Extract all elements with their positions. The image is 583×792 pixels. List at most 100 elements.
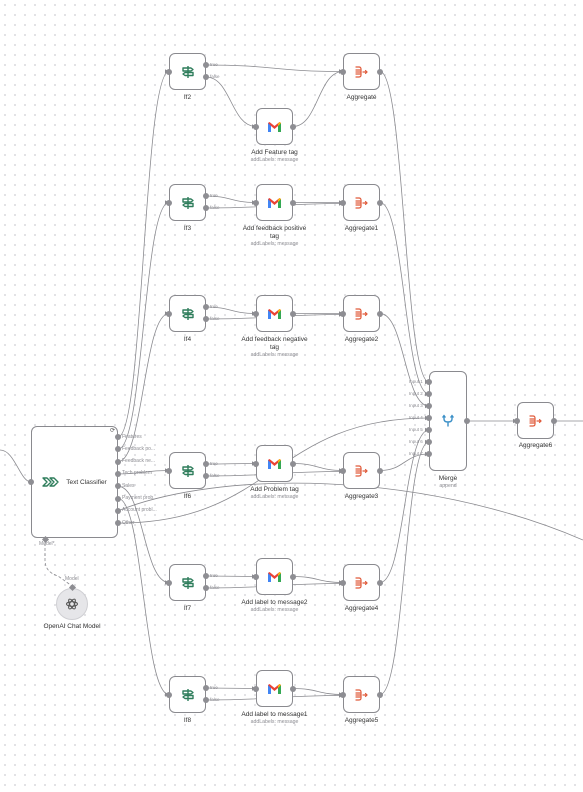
refresh-icon[interactable]: ⟳ xyxy=(110,428,116,434)
if-false-port[interactable] xyxy=(203,585,209,591)
if-node[interactable] xyxy=(169,295,206,332)
connection-edge[interactable] xyxy=(292,688,344,695)
connection-edge[interactable] xyxy=(292,71,344,127)
aggregate-node[interactable] xyxy=(343,184,380,221)
gmail-output-port[interactable] xyxy=(290,123,296,130)
classifier-output-port[interactable] xyxy=(115,470,121,477)
merge-input-port[interactable] xyxy=(426,415,432,421)
classifier-output-port[interactable] xyxy=(115,446,121,453)
openai-chat-model-node[interactable] xyxy=(56,588,88,620)
classifier-output-port[interactable] xyxy=(115,434,121,440)
aggregate6-node[interactable] xyxy=(517,402,554,439)
if-input-port[interactable] xyxy=(166,467,172,474)
if-node[interactable] xyxy=(169,53,206,90)
classifier-output-port[interactable] xyxy=(115,507,121,514)
if-node[interactable] xyxy=(169,452,206,489)
if-true-port[interactable] xyxy=(203,304,209,310)
aggregate-output-port[interactable] xyxy=(377,68,383,75)
model-connection-edge[interactable] xyxy=(44,538,73,587)
gmail-input-port[interactable] xyxy=(253,460,259,467)
gmail-node[interactable] xyxy=(256,108,293,145)
gmail-input-port[interactable] xyxy=(253,123,259,130)
if-true-port[interactable] xyxy=(203,62,209,68)
merge-input-port[interactable] xyxy=(426,379,432,385)
classifier-output-port[interactable] xyxy=(115,458,121,465)
aggregate-input-port[interactable] xyxy=(340,467,346,474)
connection-edge[interactable] xyxy=(117,71,170,438)
if-input-port[interactable] xyxy=(166,691,172,698)
connection-edge[interactable] xyxy=(205,687,257,689)
if-node[interactable] xyxy=(169,676,206,713)
gmail-output-port[interactable] xyxy=(290,573,296,580)
aggregate-node[interactable] xyxy=(343,452,380,489)
gmail-output-port[interactable] xyxy=(290,460,296,467)
gmail-output-port[interactable] xyxy=(290,310,296,317)
connection-edge[interactable] xyxy=(205,195,257,203)
gmail-output-port[interactable] xyxy=(290,199,296,206)
if-node[interactable] xyxy=(169,564,206,601)
aggregate-output-port[interactable] xyxy=(377,310,383,317)
aggregate-input-port[interactable] xyxy=(340,691,346,698)
merge-node[interactable] xyxy=(429,371,467,471)
if-node[interactable] xyxy=(169,184,206,221)
merge-input-port[interactable] xyxy=(426,391,432,397)
connection-edge[interactable] xyxy=(379,71,430,383)
classifier-output-port[interactable] xyxy=(115,483,121,490)
connection-edge[interactable] xyxy=(205,76,257,127)
aggregate-node[interactable] xyxy=(343,676,380,713)
if-false-port[interactable] xyxy=(203,316,209,322)
classifier-output-port[interactable] xyxy=(115,520,121,527)
aggregate-input-port[interactable] xyxy=(340,579,346,586)
merge-input-port[interactable] xyxy=(426,403,432,409)
if-true-port[interactable] xyxy=(203,193,209,199)
connection-edge[interactable] xyxy=(117,498,170,695)
gmail-node[interactable] xyxy=(256,670,293,707)
connection-edge[interactable] xyxy=(117,202,170,450)
connection-edge[interactable] xyxy=(117,485,170,583)
merge-input-port[interactable] xyxy=(426,451,432,457)
aggregate-output-port[interactable] xyxy=(377,691,383,698)
connection-edge[interactable] xyxy=(292,463,344,471)
if-false-port[interactable] xyxy=(203,205,209,211)
if-true-port[interactable] xyxy=(203,573,209,579)
if-input-port[interactable] xyxy=(166,310,172,317)
gmail-node[interactable] xyxy=(256,445,293,482)
aggregate-input-port[interactable] xyxy=(340,199,346,206)
gmail-input-port[interactable] xyxy=(253,310,259,317)
if-false-port[interactable] xyxy=(203,473,209,479)
aggregate-input-port[interactable] xyxy=(340,68,346,75)
if-input-port[interactable] xyxy=(166,68,172,75)
merge-input-port[interactable] xyxy=(426,439,432,445)
aggregate-node[interactable] xyxy=(343,295,380,332)
merge-input-port[interactable] xyxy=(426,427,432,433)
if-true-port[interactable] xyxy=(203,685,209,691)
gmail-node[interactable] xyxy=(256,184,293,221)
connection-edge[interactable] xyxy=(117,470,170,475)
gmail-input-port[interactable] xyxy=(253,199,259,206)
aggregate-output-port[interactable] xyxy=(377,199,383,206)
connection-edge[interactable] xyxy=(379,202,430,395)
if-input-port[interactable] xyxy=(166,199,172,206)
gmail-node[interactable] xyxy=(256,558,293,595)
aggregate6-output-port[interactable] xyxy=(551,418,557,424)
connection-edge[interactable] xyxy=(117,313,170,462)
text-classifier-node[interactable]: Text Classifier xyxy=(31,426,118,538)
gmail-input-port[interactable] xyxy=(253,573,259,580)
connection-edge-incoming[interactable] xyxy=(0,449,32,483)
connection-edge-offscreen[interactable] xyxy=(117,482,583,541)
connection-edge[interactable] xyxy=(379,441,430,695)
aggregate6-input-port[interactable] xyxy=(514,418,520,424)
connection-edge[interactable] xyxy=(292,576,344,583)
aggregate-output-port[interactable] xyxy=(377,579,383,586)
connection-edge[interactable] xyxy=(205,306,257,314)
aggregate-input-port[interactable] xyxy=(340,310,346,317)
connection-edge[interactable] xyxy=(205,575,257,577)
if-input-port[interactable] xyxy=(166,579,172,586)
if-false-port[interactable] xyxy=(203,74,209,80)
connection-edge[interactable] xyxy=(379,429,430,583)
connection-edge[interactable] xyxy=(379,313,430,407)
gmail-input-port[interactable] xyxy=(253,685,259,692)
connection-edge[interactable] xyxy=(205,463,257,465)
if-true-port[interactable] xyxy=(203,461,209,467)
aggregate-output-port[interactable] xyxy=(377,467,383,474)
